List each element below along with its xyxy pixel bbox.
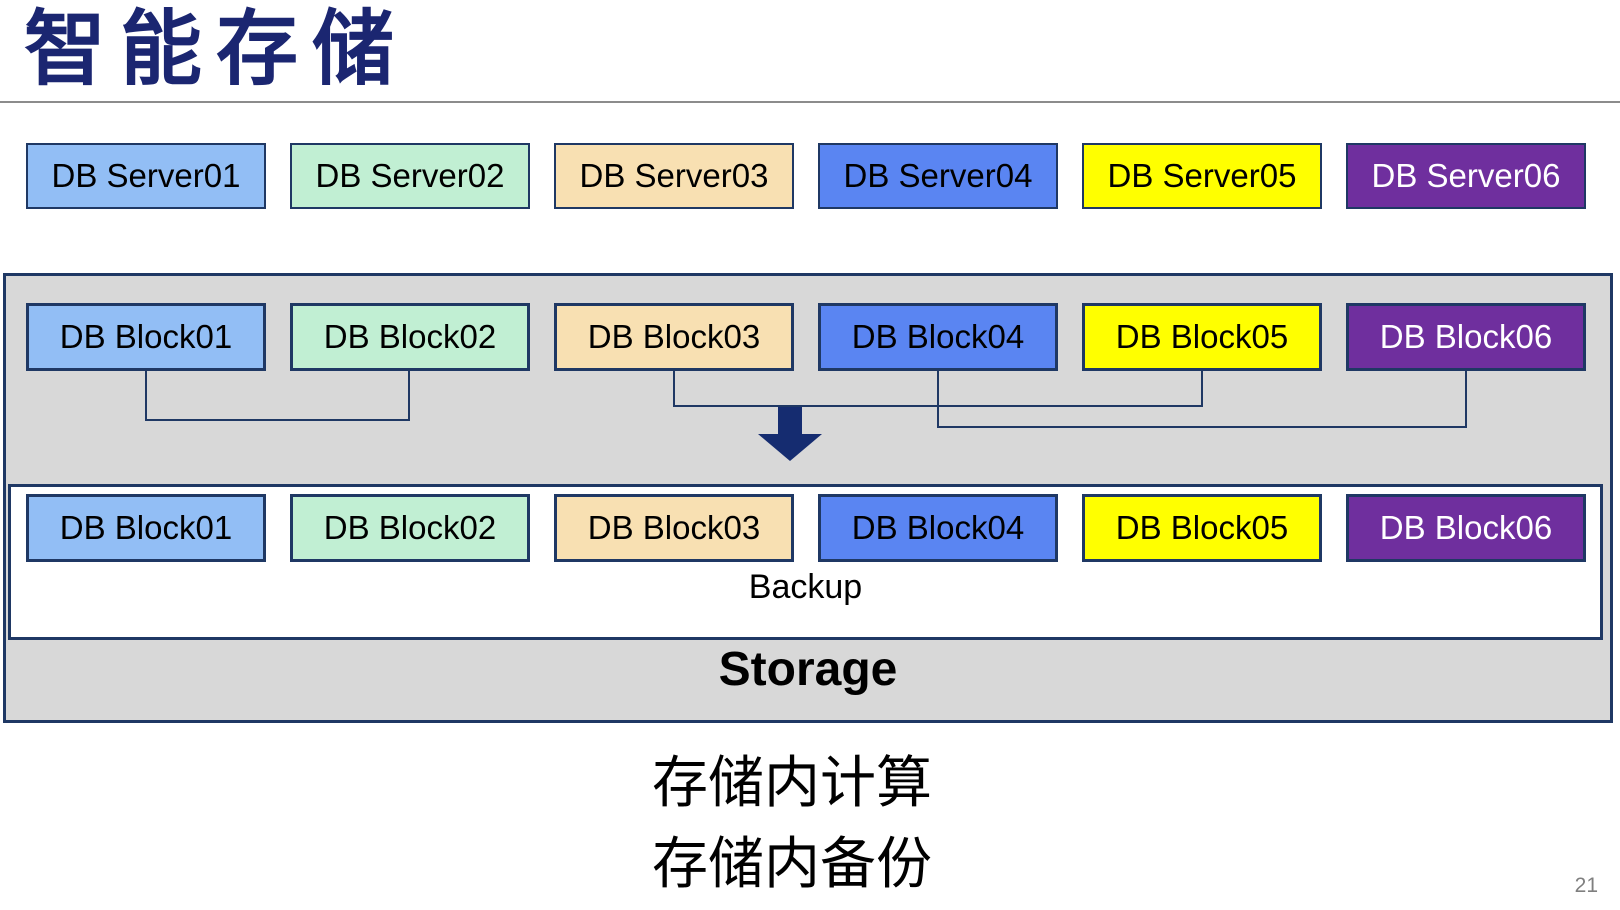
db-block-04-backup-box: DB Block04 (818, 494, 1058, 562)
db-block-03-backup-box: DB Block03 (554, 494, 794, 562)
caption-line-2: 存储内备份 (652, 832, 932, 895)
caption-line-1: 存储内计算 (652, 751, 932, 814)
db-block-06-backup-box: DB Block06 (1346, 494, 1586, 562)
db-server-06-box: DB Server06 (1346, 143, 1586, 209)
db-block-01-backup-box: DB Block01 (26, 494, 266, 562)
backup-container (8, 484, 1603, 640)
connector-block04-stem (937, 371, 939, 428)
db-block-01-box: DB Block01 (26, 303, 266, 371)
db-block-05-backup-box: DB Block05 (1082, 494, 1322, 562)
db-server-row: DB Server01 DB Server02 DB Server03 DB S… (26, 143, 1586, 209)
db-block-02-backup-box: DB Block02 (290, 494, 530, 562)
db-server-05-box: DB Server05 (1082, 143, 1322, 209)
db-server-03-box: DB Server03 (554, 143, 794, 209)
db-server-04-box: DB Server04 (818, 143, 1058, 209)
slide-title: 智能存储 (24, 4, 409, 95)
db-block-row-top: DB Block01 DB Block02 DB Block03 DB Bloc… (26, 303, 1586, 371)
db-block-02-box: DB Block02 (290, 303, 530, 371)
caption-text: 存储内计算 存储内备份 (652, 742, 932, 904)
storage-label: Storage (718, 643, 898, 696)
down-arrow-shaft (778, 407, 802, 434)
db-block-04-box: DB Block04 (818, 303, 1058, 371)
title-divider (0, 101, 1620, 103)
db-block-06-box: DB Block06 (1346, 303, 1586, 371)
down-arrow-icon (758, 407, 822, 461)
connector-block01-block02 (145, 371, 410, 421)
connector-block04-block06 (937, 371, 1467, 428)
backup-label: Backup (748, 568, 863, 606)
page-number: 21 (1574, 874, 1598, 897)
db-block-03-box: DB Block03 (554, 303, 794, 371)
db-server-01-box: DB Server01 (26, 143, 266, 209)
db-server-02-box: DB Server02 (290, 143, 530, 209)
down-arrow-head (758, 434, 822, 461)
db-block-05-box: DB Block05 (1082, 303, 1322, 371)
db-block-row-bottom: DB Block01 DB Block02 DB Block03 DB Bloc… (26, 494, 1586, 562)
